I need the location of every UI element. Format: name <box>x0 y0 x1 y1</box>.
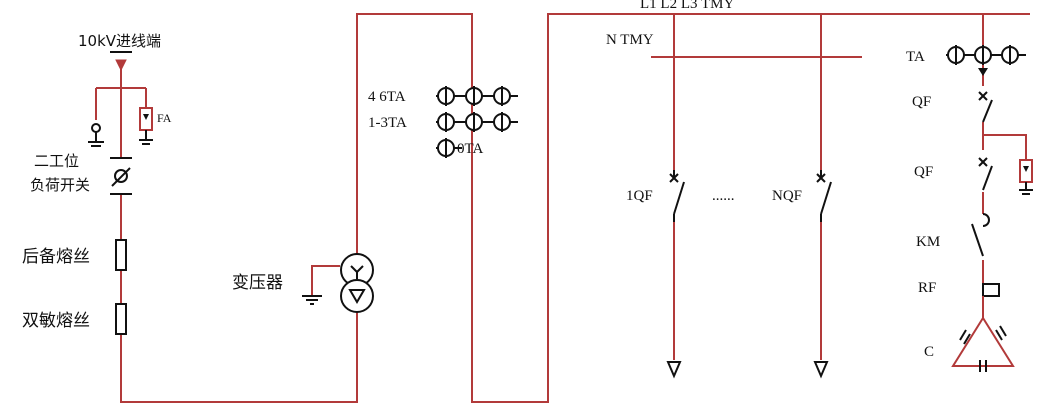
earthing-switch-icon <box>88 123 104 147</box>
transformer-earth-wire <box>311 265 340 296</box>
bus-top-label: L1 L2 L3 TMY <box>640 0 734 12</box>
breaker-qf1-icon <box>977 86 995 123</box>
bus-neutral-label: N TMY <box>606 32 654 48</box>
breaker-nqf-icon <box>815 170 832 222</box>
comp-qf1-label: QF <box>912 94 931 110</box>
ct-group-4-6ta-icon <box>436 86 518 106</box>
surge-arrester-fa-icon <box>139 107 153 145</box>
comp-rf-label: RF <box>918 280 936 296</box>
load-switch-icon <box>110 157 132 195</box>
comp-km-label: KM <box>916 234 940 250</box>
incoming-arrow-icon <box>110 51 132 72</box>
breaker-nqf-label: NQF <box>772 188 802 204</box>
backup-fuse-label: 后备熔丝 <box>22 247 90 267</box>
comp-qf2-label: QF <box>914 164 933 180</box>
dual-fuse-label: 双敏熔丝 <box>22 311 90 331</box>
breaker-1qf-icon <box>668 170 685 222</box>
feeder-n-outgoing-arrow-icon <box>813 361 829 379</box>
dual-sensitive-fuse-icon <box>115 303 127 335</box>
arrester-fa-label: FA <box>157 111 172 125</box>
main-wiring <box>95 13 1030 403</box>
ct-0ta-icon <box>436 138 462 158</box>
feeder-1-outgoing-arrow-icon <box>666 361 682 379</box>
load-switch-label-1: 二工位 <box>34 152 79 170</box>
incoming-line-label: 10kV进线端 <box>78 32 161 50</box>
compensation-arrester-icon <box>1019 159 1033 195</box>
transformer-icon <box>340 253 374 313</box>
compensation-arrester-branch <box>983 134 1027 160</box>
ground-symbol-icon <box>302 295 322 305</box>
backup-fuse-icon <box>115 239 127 271</box>
ct-group-1-3ta-icon <box>436 112 518 132</box>
breaker-1qf-label: 1QF <box>626 188 653 204</box>
capacitor-bank-c-icon <box>951 296 1015 372</box>
comp-ta-label: TA <box>906 49 925 65</box>
ellipsis-label: ...... <box>712 188 735 204</box>
ct-1-3ta-label: 1-3TA <box>368 115 407 131</box>
ct-0ta-label: 0TA <box>457 141 483 157</box>
transformer-secondary-wire <box>356 13 1030 403</box>
load-switch-label-2: 负荷开关 <box>30 176 90 194</box>
ct-4-6ta-label: 4 6TA <box>368 89 406 105</box>
incoming-feeder-wire <box>120 60 358 403</box>
comp-c-label: C <box>924 344 934 360</box>
ct-ta-group-icon <box>946 45 1026 76</box>
breaker-qf2-icon <box>977 150 995 192</box>
contactor-km-icon <box>966 213 994 260</box>
reactor-rf-icon <box>982 283 1000 297</box>
transformer-label: 变压器 <box>232 273 283 293</box>
